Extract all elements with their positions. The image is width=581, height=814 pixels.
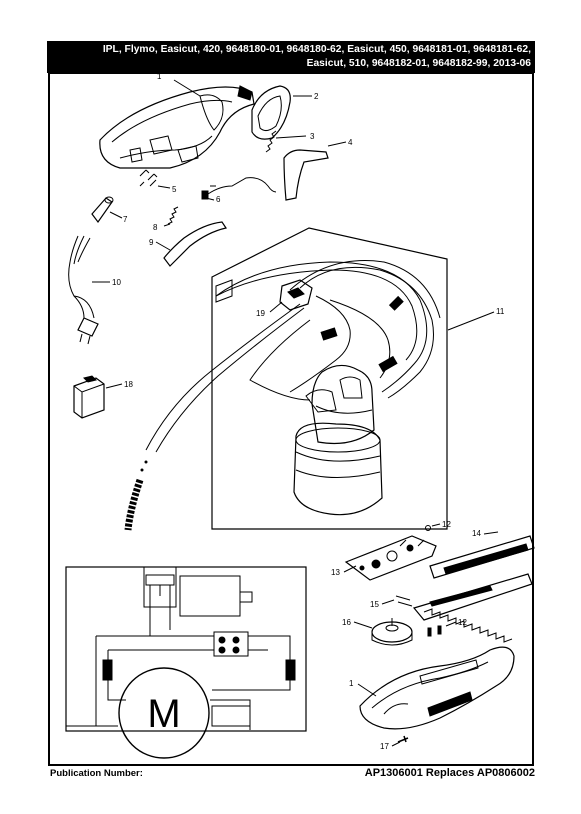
- part-8-spring: [167, 206, 179, 225]
- part-6-wire-link: [201, 177, 277, 200]
- part-4-trigger: [283, 149, 329, 201]
- callout-9: 9: [149, 238, 154, 247]
- document-header: IPL, Flymo, Easicut, 420, 9648180-01, 96…: [47, 41, 535, 73]
- callout-7: 7: [123, 215, 128, 224]
- part-2-hand-guard: [251, 85, 291, 140]
- leader-5: [157, 185, 171, 189]
- part-3-spring: [265, 130, 277, 153]
- header-line-2: Easicut, 510, 9648182-01, 9648182-99, 20…: [306, 58, 531, 69]
- part-5-screws: [139, 169, 158, 187]
- motor-label: M: [147, 692, 180, 736]
- callout-6: 6: [216, 195, 221, 204]
- part-9-lever: [163, 221, 227, 267]
- callout-5: 5: [172, 185, 177, 194]
- leader-8: [163, 223, 171, 227]
- callout-14: 14: [472, 529, 481, 538]
- leader-13: [343, 565, 357, 573]
- leader-9: [155, 241, 171, 251]
- callout-4: 4: [348, 138, 353, 147]
- publication-number-value: AP1306001 Replaces AP0806002: [364, 767, 535, 779]
- spiral-cable: [124, 460, 148, 531]
- callout-2: 2: [314, 92, 319, 101]
- callout-15: 15: [370, 600, 379, 609]
- part-15-pins: [395, 595, 413, 607]
- part-12-nut-top: [425, 525, 431, 531]
- part-18-block: [73, 375, 105, 419]
- publication-number-label: Publication Number:: [50, 768, 143, 779]
- leader-16: [353, 621, 373, 629]
- leader-14: [483, 531, 499, 535]
- callout-8: 8: [153, 223, 158, 232]
- part-7-cable-sleeve: [91, 196, 114, 224]
- leader-3: [275, 135, 307, 139]
- callout-1-top: 1: [157, 72, 162, 81]
- leader-18: [105, 383, 123, 389]
- leader-6: [205, 197, 215, 201]
- leader-12-bottom: [445, 621, 457, 627]
- leader-1-top: [173, 79, 201, 97]
- callout-3: 3: [310, 132, 315, 141]
- diagram-frame: [48, 72, 534, 766]
- part-11-motor-assembly: [145, 227, 448, 530]
- part-16-drive-gear: [371, 618, 413, 646]
- leader-17: [391, 741, 401, 747]
- callout-18: 18: [124, 380, 133, 389]
- wiring-schematic: [65, 566, 307, 759]
- header-line-1: IPL, Flymo, Easicut, 420, 9648180-01, 96…: [102, 44, 531, 55]
- callout-16: 16: [342, 618, 351, 627]
- callout-17: 17: [380, 742, 389, 751]
- callout-12-bottom: 12: [458, 618, 467, 627]
- part-1-housing-top: [99, 85, 255, 169]
- callout-13: 13: [331, 568, 340, 577]
- leader-1-bottom: [357, 683, 377, 697]
- blade-assembly: [412, 573, 533, 643]
- part-10-power-cable: [68, 235, 99, 345]
- leader-4: [327, 141, 347, 147]
- part-13-gear-plate: [344, 535, 437, 581]
- callout-11: 11: [496, 307, 505, 316]
- leader-12-top: [431, 523, 441, 527]
- part-17-screw: [397, 735, 409, 743]
- part-1-housing-bottom: [359, 646, 515, 730]
- callout-10: 10: [112, 278, 121, 287]
- leader-7: [109, 211, 123, 219]
- part-14-blade-cover: [429, 535, 535, 579]
- callout-12-top: 12: [442, 520, 451, 529]
- leader-15: [381, 599, 395, 605]
- leader-19: [269, 301, 283, 313]
- part-12-bolts-bottom: [427, 625, 442, 637]
- callout-1-bottom: 1: [349, 679, 354, 688]
- leader-11: [447, 311, 495, 331]
- callout-19: 19: [256, 309, 265, 318]
